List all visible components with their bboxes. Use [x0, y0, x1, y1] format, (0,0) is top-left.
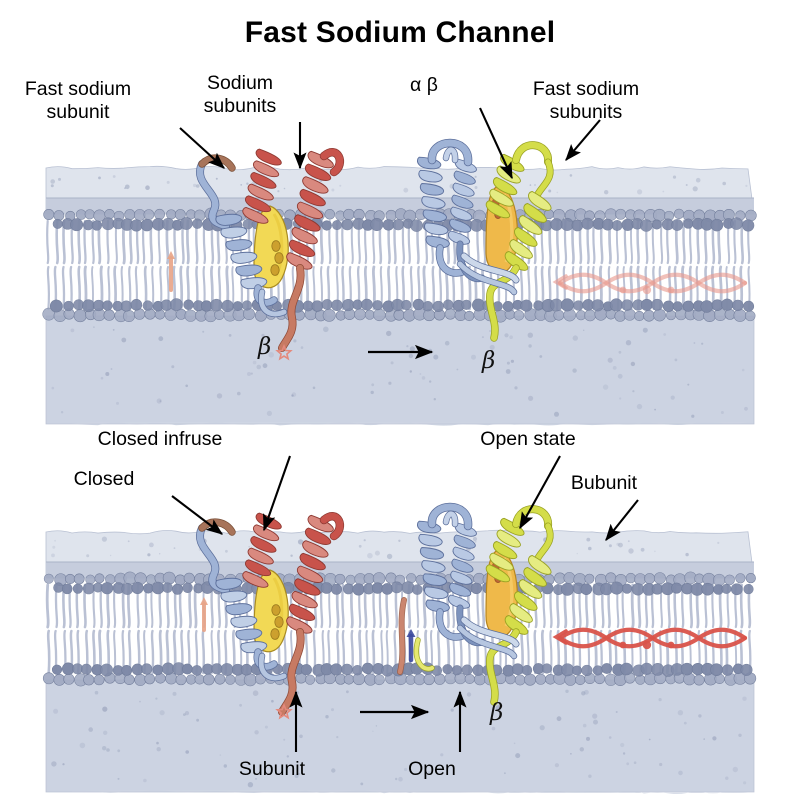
- label-bubunit: Bubunit: [570, 472, 638, 494]
- label-fast-sodium-subunits-right: Fast sodium subunits: [532, 78, 640, 123]
- leader-arrow-fast-sodium-subunit-left: [179, 127, 225, 169]
- leader-arrow-fast-sodium-subunits-right: [565, 119, 601, 161]
- leader-arrow-bubunit: [605, 499, 639, 541]
- leader-arrow-alpha-beta: [479, 107, 513, 180]
- label-closed: Closed: [73, 468, 135, 490]
- label-subunit: Subunit: [238, 758, 306, 780]
- label-open: Open: [408, 758, 456, 780]
- label-closed-infruse: Closed infruse: [97, 428, 223, 450]
- label-sodium-subunits: Sodium subunits: [203, 72, 277, 117]
- leader-arrow-closed: [171, 495, 224, 535]
- label-alpha-beta: α β: [410, 74, 438, 96]
- greek-beta-lower-right: β: [490, 700, 504, 726]
- label-fast-sodium-subunit-left: Fast sodium subunit: [24, 78, 132, 123]
- page-title: Fast Sodium Channel: [244, 16, 556, 49]
- greek-beta-left: β: [258, 334, 272, 360]
- label-open-state: Open state: [480, 428, 576, 450]
- leader-arrow-closed-infruse: [263, 455, 291, 532]
- greek-beta-right: β: [482, 348, 496, 374]
